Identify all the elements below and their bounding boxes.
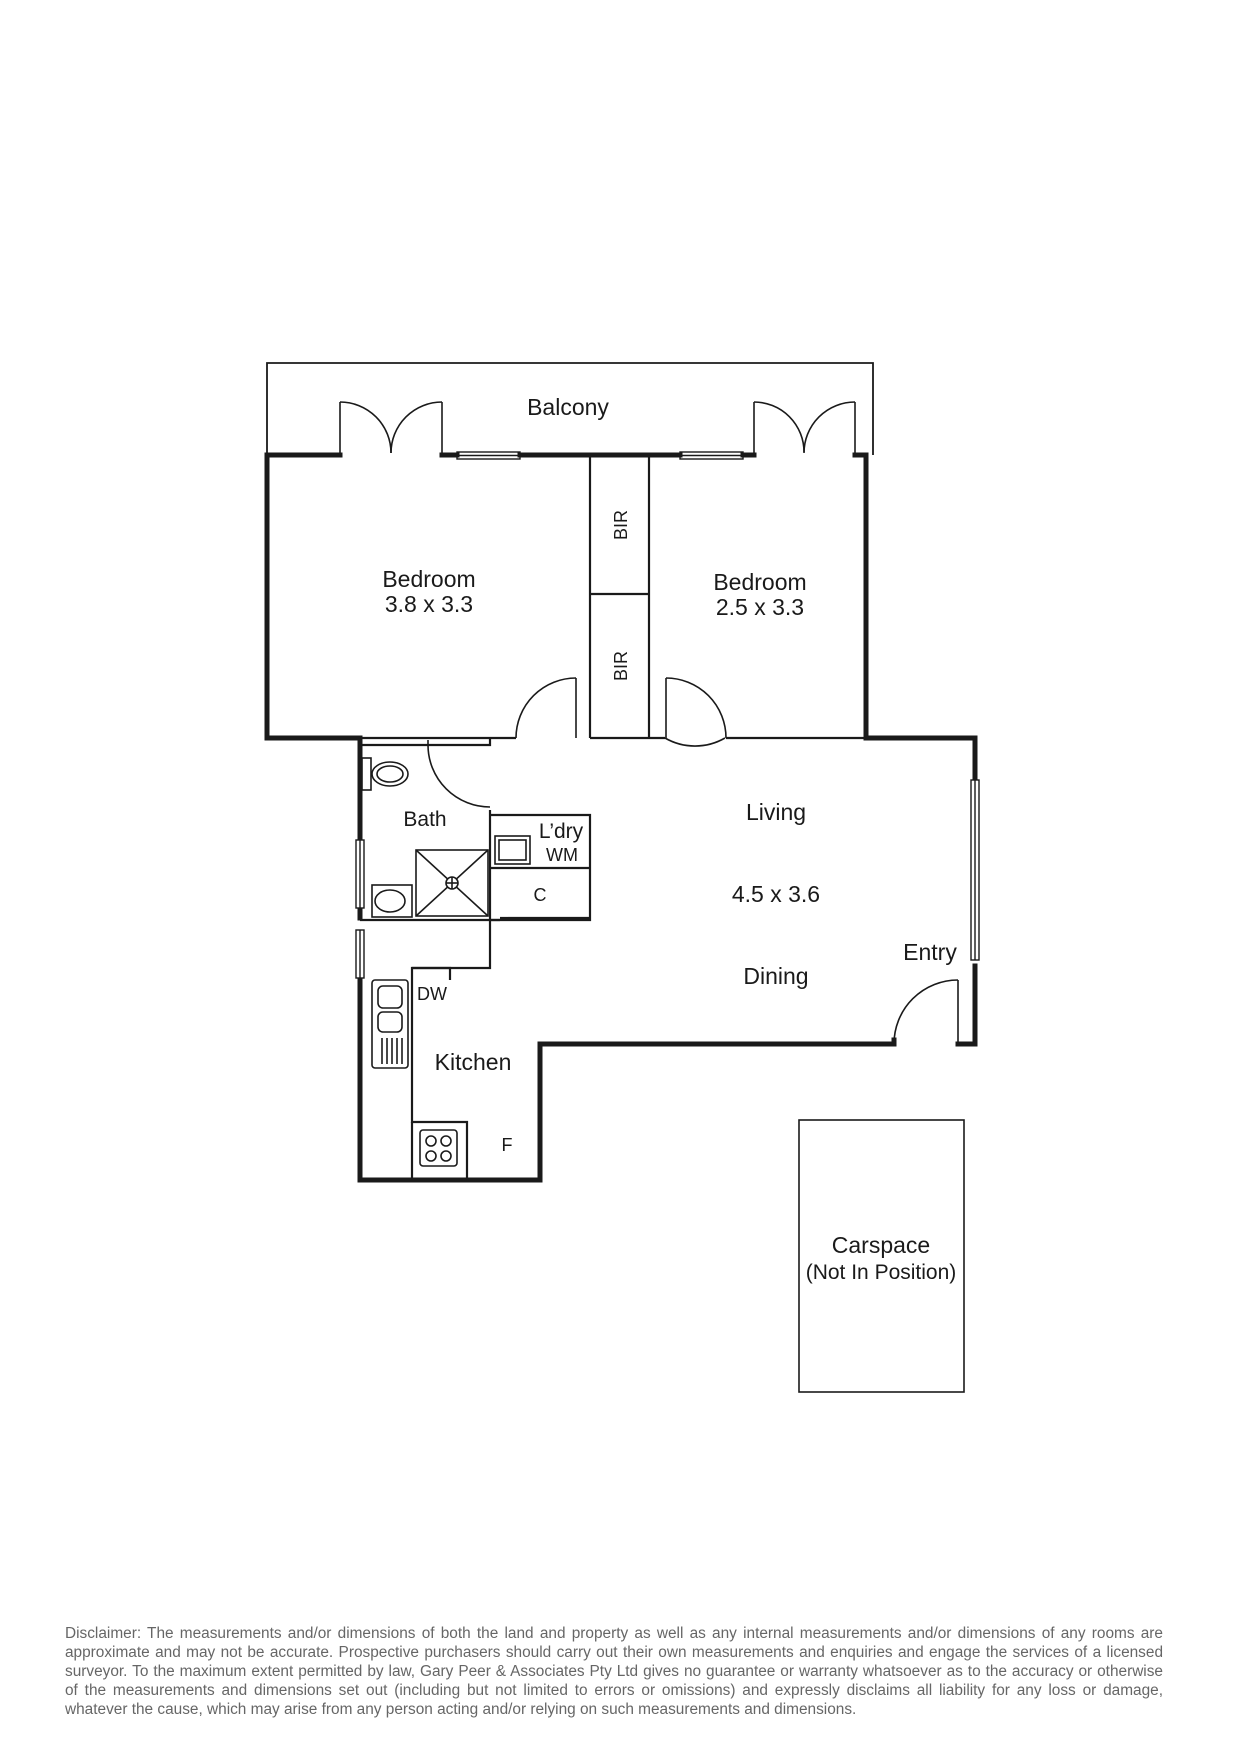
bath-label: Bath: [403, 808, 446, 831]
kitchen-label: Kitchen: [435, 1049, 512, 1075]
entry-label: Entry: [903, 939, 957, 965]
bir-top-label: BIR: [611, 510, 631, 540]
carspace-note: (Not In Position): [806, 1261, 957, 1284]
bedroom2-label: Bedroom: [713, 569, 806, 595]
disclaimer-text: Disclaimer: The measurements and/or dime…: [65, 1625, 1163, 1718]
bedroom1-balcony-doors: [339, 401, 443, 455]
carspace-outline: [798, 1119, 965, 1393]
exterior-windows: [355, 779, 980, 979]
toilet-icon: [361, 757, 409, 791]
dining-label: Dining: [743, 963, 808, 989]
cooktop-icon: [419, 1129, 458, 1167]
living-size: 4.5 x 3.6: [732, 881, 820, 907]
interior-walls: [267, 455, 866, 1180]
bedroom1-size: 3.8 x 3.3: [385, 591, 473, 617]
washing-machine-label: WM: [546, 845, 578, 865]
carspace-label: Carspace: [832, 1232, 930, 1258]
fridge-label: F: [502, 1135, 513, 1155]
bir-bottom-label: BIR: [611, 651, 631, 681]
living-label: Living: [746, 799, 806, 825]
interior-doors: [427, 677, 959, 1045]
sink-icon: [371, 979, 409, 1069]
balcony-label: Balcony: [527, 394, 609, 420]
balcony-outline: [266, 362, 874, 455]
exterior-walls: [264, 452, 978, 1183]
dishwasher-label: DW: [417, 984, 447, 1004]
laundry-label: L’dry: [539, 820, 584, 843]
bedroom2-size: 2.5 x 3.3: [716, 594, 804, 620]
bedroom2-balcony-doors: [753, 401, 856, 455]
basin-icon: [371, 884, 413, 918]
bedroom1-label: Bedroom: [382, 566, 475, 592]
shower-icon: [415, 849, 489, 917]
washing-machine-icon: [494, 835, 531, 865]
cupboard-label: C: [534, 885, 547, 905]
